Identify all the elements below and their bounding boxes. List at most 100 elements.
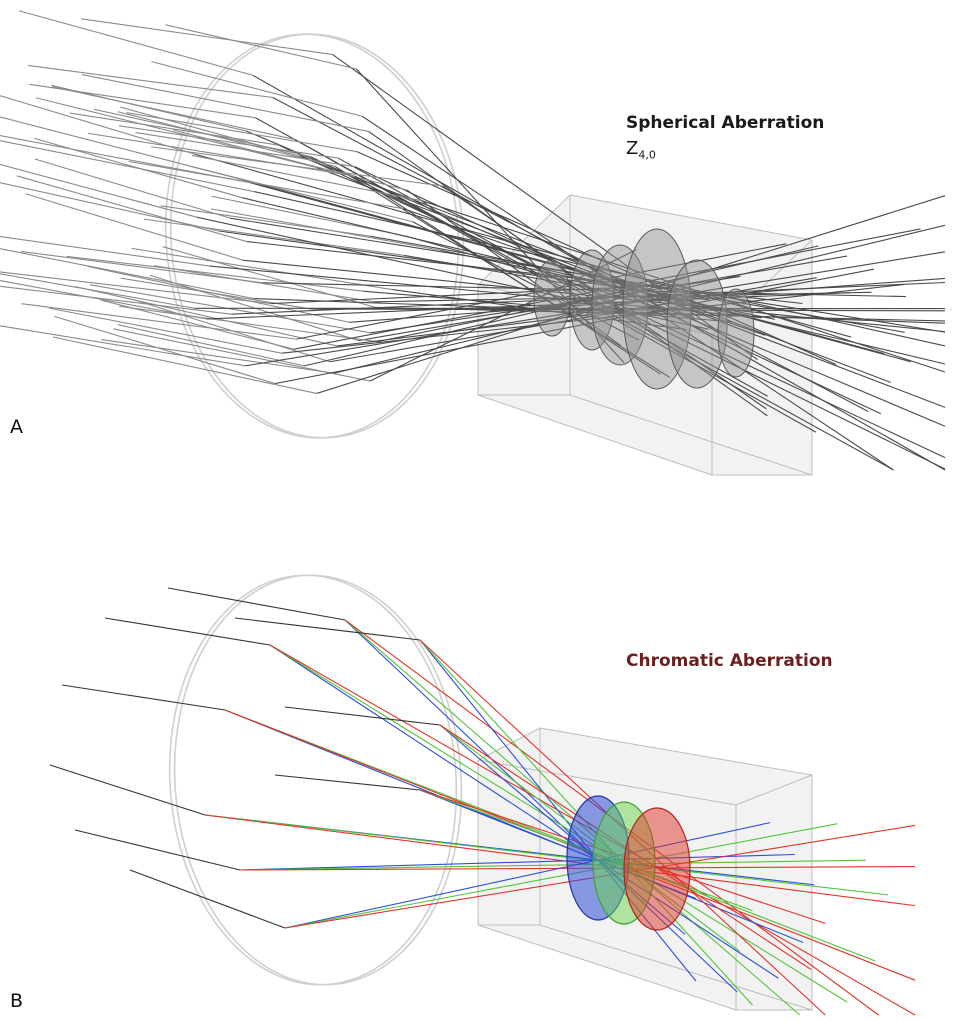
incoming-ray: [129, 869, 286, 929]
incoming-ray: [135, 132, 355, 168]
refracted-ray: [204, 814, 916, 907]
panel-a-focal-discs: [533, 228, 755, 390]
refracted-ray: [310, 308, 946, 312]
incoming-ray: [0, 285, 232, 315]
incoming-ray: [101, 339, 335, 374]
incoming-ray: [274, 774, 421, 791]
refracted-ray: [224, 709, 804, 944]
incoming-ray: [25, 193, 243, 261]
panel-b-lens: [168, 574, 463, 986]
incoming-ray: [0, 140, 254, 193]
refracted-ray: [316, 167, 946, 408]
refracted-ray: [369, 235, 905, 333]
panel-b-diagram: [49, 574, 916, 1016]
refracted-ray: [412, 221, 639, 341]
incoming-ray: [120, 106, 301, 158]
incoming-ray: [172, 129, 408, 191]
panel-b-label: B: [10, 990, 24, 1012]
incoming-ray: [66, 255, 364, 292]
incoming-ray: [81, 74, 369, 132]
incoming-ray: [34, 158, 231, 219]
incoming-ray: [0, 325, 246, 367]
refracted-ray: [369, 249, 637, 382]
incoming-ray: [0, 248, 255, 300]
incoming-ray: [54, 315, 276, 385]
refracted-ray: [344, 619, 738, 993]
zernike-symbol: Z: [626, 138, 639, 159]
incoming-ray: [0, 95, 196, 155]
refracted-ray: [241, 197, 946, 365]
zernike-index: 4,0: [638, 148, 656, 162]
refracted-ray: [336, 306, 650, 347]
refracted-ray: [269, 644, 848, 1003]
refracted-ray: [284, 822, 771, 929]
incoming-ray: [0, 182, 220, 232]
refracted-ray: [239, 853, 795, 871]
refracted-ray: [209, 265, 763, 319]
refracted-ray: [334, 224, 946, 374]
refracted-ray: [236, 177, 885, 355]
refracted-ray: [204, 814, 889, 896]
incoming-ray: [118, 125, 339, 159]
incoming-ray: [69, 112, 280, 146]
incoming-ray: [87, 132, 356, 177]
spherical-aberration-title: Spherical Aberration: [626, 113, 825, 133]
refracted-ray: [332, 54, 758, 361]
refracted-ray: [252, 74, 946, 471]
refracted-ray: [274, 268, 875, 385]
incoming-ray: [211, 195, 406, 237]
refracted-ray: [344, 619, 801, 1016]
incoming-ray: [131, 247, 393, 291]
incoming-ray: [74, 285, 338, 347]
incoming-ray: [52, 336, 317, 394]
incoming-ray: [162, 246, 376, 308]
chromatic-aberration-title: Chromatic Aberration: [626, 651, 833, 671]
refracted-ray: [278, 144, 946, 459]
refracted-ray: [231, 281, 946, 315]
incoming-ray: [0, 271, 272, 305]
refracted-ray: [239, 859, 866, 871]
refracted-ray: [269, 644, 779, 979]
incoming-ray: [0, 235, 210, 267]
incoming-ray: [16, 175, 247, 243]
red-focal-disc: [623, 807, 691, 931]
incoming-ray: [191, 166, 413, 223]
refracted-ray: [304, 245, 819, 367]
refracted-ray: [440, 249, 776, 320]
incoming-ray: [81, 18, 333, 56]
incoming-ray: [117, 324, 305, 367]
refracted-ray: [355, 68, 625, 363]
refracted-ray: [337, 157, 768, 397]
incoming-ray: [61, 684, 226, 711]
incoming-ray: [191, 154, 422, 202]
refracted-ray: [368, 131, 768, 417]
refracted-ray: [406, 189, 622, 346]
incoming-ray: [89, 284, 371, 334]
incoming-ray: [160, 205, 370, 237]
incoming-ray: [52, 86, 295, 141]
panel-a-rays: [0, 10, 946, 471]
incoming-ray: [19, 10, 254, 76]
incoming-ray: [74, 829, 241, 871]
refracted-ray: [262, 282, 907, 298]
incoming-ray: [143, 218, 405, 256]
panel-b-focal-discs: [566, 795, 691, 931]
incoming-ray: [104, 617, 271, 646]
panel-a-diagram: [0, 10, 946, 476]
incoming-ray: [49, 764, 206, 816]
incoming-ray: [0, 273, 195, 309]
panel-a-lens: [164, 33, 465, 439]
incoming-ray: [117, 111, 336, 167]
incoming-ray: [48, 307, 282, 354]
panel-a-label: A: [10, 416, 23, 438]
incoming-ray: [284, 706, 441, 726]
refracted-ray: [224, 709, 876, 962]
incoming-ray: [126, 112, 358, 153]
incoming-ray: [153, 265, 374, 303]
refracted-ray: [403, 208, 766, 336]
incoming-ray: [234, 617, 421, 641]
incoming-ray: [100, 299, 295, 350]
refracted-ray: [442, 185, 767, 410]
incoming-ray: [27, 64, 273, 99]
